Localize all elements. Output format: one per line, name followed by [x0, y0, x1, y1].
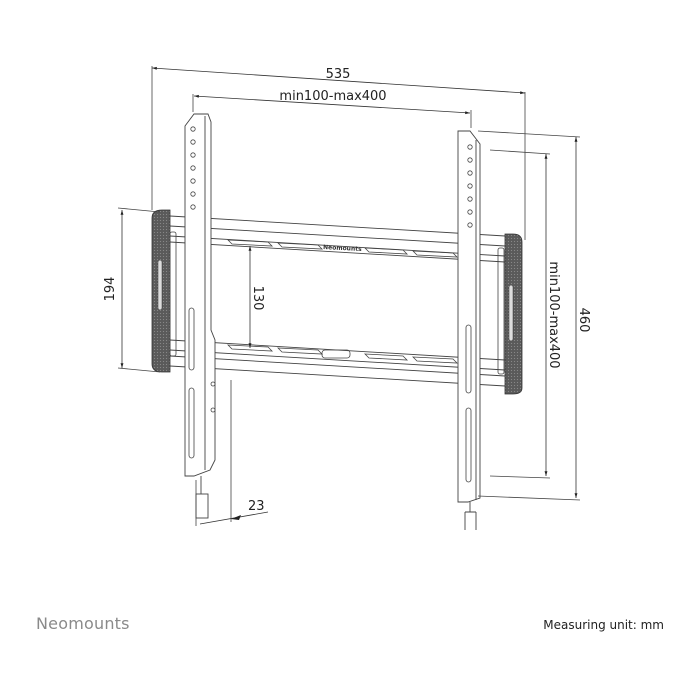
depth-label: 23 — [248, 499, 265, 514]
overall-width-label: 535 — [326, 67, 351, 82]
brand-logo: Neomounts — [36, 614, 130, 633]
vesa-horizontal-label: min100-max400 — [279, 89, 386, 104]
frame-rails: Neomounts — [169, 215, 506, 387]
frame-height-label: 194 — [103, 277, 118, 302]
dimension-overall-height: 460 — [477, 130, 591, 501]
measuring-unit-note: Measuring unit: mm — [543, 618, 664, 632]
dimension-depth: 23 — [195, 380, 269, 526]
rail-logo: Neomounts — [323, 244, 362, 253]
dimension-vesa-vertical: min100-max400 — [489, 149, 561, 479]
dimension-vesa-horizontal: min100-max400 — [192, 89, 472, 128]
right-vertical-arm — [457, 130, 481, 530]
overall-height-label: 460 — [576, 308, 591, 333]
dimension-overall-width: 535 — [151, 66, 526, 240]
dimension-rail-spacing: 130 — [248, 245, 265, 348]
dimension-frame-height: 194 — [103, 207, 161, 373]
vesa-vertical-label: min100-max400 — [546, 261, 561, 368]
rail-spacing-label: 130 — [250, 286, 265, 311]
right-end-pad — [497, 233, 523, 395]
left-end-pad — [151, 209, 177, 373]
left-vertical-arm — [184, 113, 216, 519]
